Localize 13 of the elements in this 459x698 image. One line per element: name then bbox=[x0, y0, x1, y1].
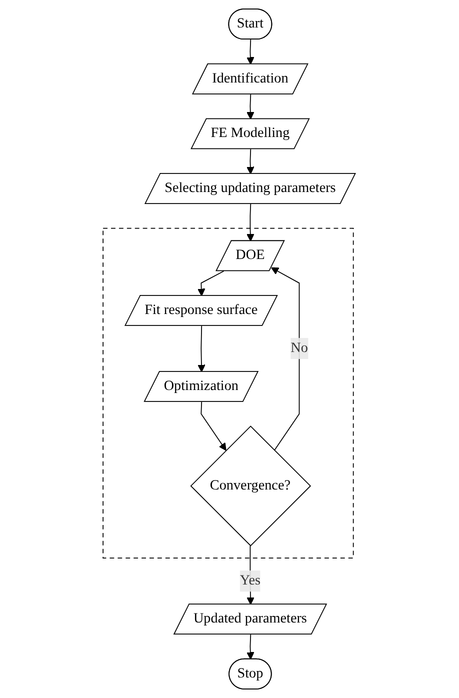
arrow bbox=[198, 325, 206, 372]
arrow bbox=[246, 94, 255, 120]
node-diamond: Convergence? bbox=[190, 426, 312, 546]
edge-label: Yes bbox=[240, 573, 261, 588]
arrow bbox=[198, 270, 225, 296]
arrow bbox=[201, 401, 227, 451]
arrow bbox=[246, 148, 255, 174]
arrow bbox=[246, 39, 255, 65]
arrow bbox=[246, 204, 255, 242]
arrow bbox=[271, 267, 300, 451]
edge-label: No bbox=[290, 340, 308, 356]
arrow bbox=[246, 634, 255, 660]
cluster bbox=[102, 228, 354, 559]
